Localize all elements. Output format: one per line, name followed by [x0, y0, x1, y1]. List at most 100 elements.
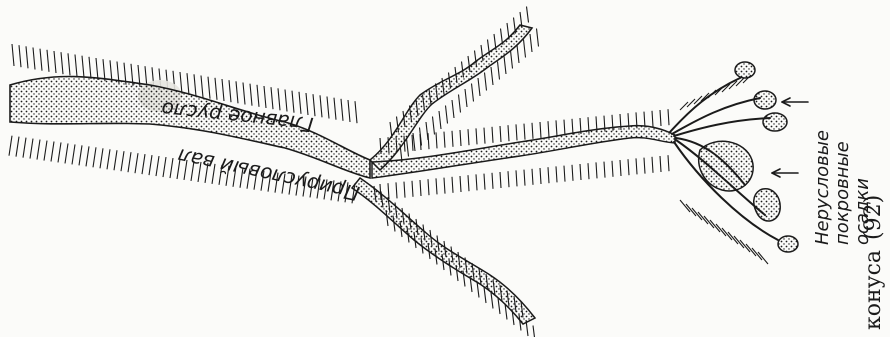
hatch-line [465, 89, 467, 107]
hatch-line [264, 86, 266, 108]
hatch-line [704, 216, 714, 228]
hatch-line [334, 98, 336, 120]
hatch-line [79, 145, 82, 165]
hatch-line [51, 142, 54, 162]
hatch-line [548, 121, 549, 137]
hatch-line [728, 232, 738, 244]
hatch-line [292, 91, 294, 113]
hatch-line [187, 73, 189, 95]
hatch-line [532, 123, 533, 139]
hatch-line [320, 95, 322, 117]
hatch-line [404, 182, 405, 198]
hatch-line [285, 90, 287, 112]
hatch-line [504, 56, 506, 74]
label-overbank-line1: Нерусловые [812, 130, 833, 245]
hatch-line [9, 136, 12, 156]
hatch-line [485, 73, 487, 91]
fan-channel [674, 118, 770, 136]
hatch-line [636, 158, 637, 174]
hatch-line [532, 169, 533, 185]
hatch-line [426, 122, 428, 140]
hatch-line [468, 175, 469, 191]
hatch-line [516, 170, 517, 186]
hatch-line [93, 147, 96, 167]
hatch-line [508, 171, 509, 187]
hatch-line [533, 326, 535, 337]
hatch-line [44, 141, 47, 161]
hatch-line [476, 128, 477, 144]
hatch-line [201, 76, 203, 98]
hatch-line [388, 183, 389, 199]
hatch-line [527, 7, 529, 23]
hatch-line [564, 120, 565, 136]
hatch-line [412, 135, 413, 151]
hatch-line [644, 158, 645, 174]
hatch-line [61, 52, 63, 74]
hatch-line [492, 173, 493, 189]
hatch-line [327, 97, 329, 119]
fan-lobe [754, 91, 776, 109]
fan-lobe [778, 236, 798, 252]
hatch-line [412, 181, 413, 197]
hatch-line [476, 174, 477, 190]
hatch-line [572, 119, 573, 135]
hatch-line [428, 133, 429, 149]
hatch-line [511, 51, 513, 69]
hatch-line [548, 167, 549, 183]
hatch-line [82, 56, 84, 78]
hatch-line [128, 152, 131, 172]
hatch-line [444, 178, 445, 194]
hatch-line [444, 132, 445, 148]
hatch-line [687, 99, 695, 107]
hatch-line [668, 155, 669, 171]
hatch-line [355, 101, 357, 123]
fan-channel [670, 78, 740, 132]
arrow-lower [772, 169, 798, 177]
hatch-line [19, 45, 21, 67]
hatch-line [484, 174, 485, 190]
hatch-line [142, 154, 145, 174]
hatch-line [530, 34, 532, 52]
hatch-line [313, 94, 315, 116]
hatch-line [698, 212, 708, 224]
hatch-line [596, 162, 597, 178]
hatch-line [348, 100, 350, 122]
hatch-line [572, 165, 573, 181]
hatch-line [524, 40, 526, 58]
caption-number: (92) [861, 195, 886, 240]
hatch-line [556, 120, 557, 136]
hatch-line [752, 248, 762, 260]
caption-word: конуса [861, 250, 886, 330]
caption: конуса (92) [861, 195, 886, 330]
hatch-line [680, 200, 690, 212]
hatch-line [30, 139, 33, 159]
hatch-line [452, 177, 453, 193]
hatch-line [433, 117, 435, 135]
hatch-line [229, 80, 231, 102]
hatch-line [524, 170, 525, 186]
hatch-line [564, 166, 565, 182]
hatch-line [492, 127, 493, 143]
hatch-line [537, 29, 539, 47]
hatch-line [556, 166, 557, 182]
hatch-line [686, 204, 696, 216]
hatch-line [660, 110, 661, 126]
hatch-line [660, 156, 661, 172]
hatch-line [710, 220, 720, 232]
crevasse-fan [670, 62, 798, 252]
hatch-line [243, 83, 245, 105]
hatch-line [452, 131, 453, 147]
hatch-line [680, 102, 688, 110]
hatch-line [257, 85, 259, 107]
hatch-line [524, 124, 525, 140]
hatch-line [628, 159, 629, 175]
fan-lobe [754, 189, 780, 221]
hatch-line [436, 178, 437, 194]
hatch-line [758, 252, 768, 264]
hatch-line [452, 100, 454, 118]
hatch-line [604, 162, 605, 178]
hatch-line [620, 160, 621, 176]
hatch-line [135, 153, 138, 173]
